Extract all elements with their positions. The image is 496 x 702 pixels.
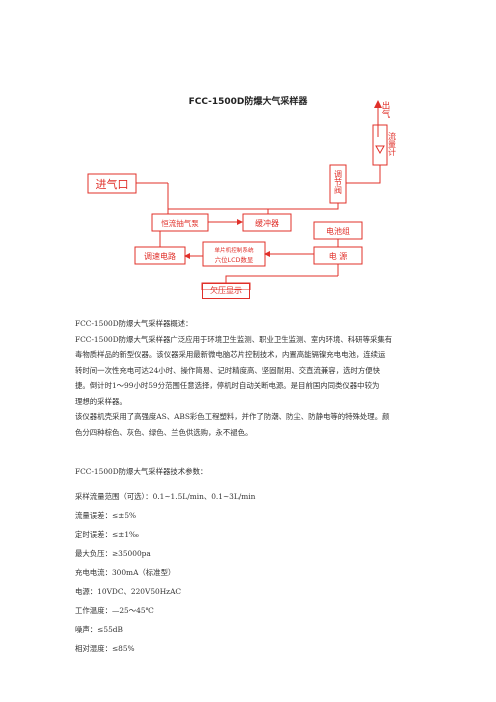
valve-label: 调节阀 [334, 170, 343, 195]
overview-line: 毒物质样品的新型仪器。该仪器采用最新微电脑芯片控制技术，内置高能镉镍充电电池，连… [75, 350, 386, 359]
overview-line: 捷。倒计时1～99小时59分范围任意选择，停机时自动关断电源。是目前国内同类仪器… [75, 381, 380, 390]
power-label: 电 源 [329, 251, 348, 261]
flowmeter-label: 流量计 [388, 131, 397, 157]
undervoltage-line [225, 275, 338, 283]
spec-item: 工作温度：—25～45℃ [75, 606, 154, 615]
buffer-box [242, 213, 292, 232]
spec-item: 定时误差：≤±1‰ [75, 530, 139, 539]
overview-line: 理想的采样器。 [75, 396, 127, 406]
flowmeter-to-valve-line [346, 165, 381, 184]
spec-item: 相对湿度：≤85% [75, 644, 135, 653]
material-line: 色分四种棕色、灰色、绿色、兰色供选购，永不褪色。 [75, 427, 253, 437]
flowmeter-triangle [375, 145, 385, 155]
outlet-arrowhead [374, 100, 382, 108]
overview-section: FCC-1500D防爆大气采样器概述： FCC-1500D防爆大气采样器广泛应用… [75, 316, 425, 440]
undervoltage-box: 欠压显示 [202, 283, 250, 299]
material-line: 该仪器机壳采用了高强度AS、ABS彩色工程塑料，并作了防潮、防尘、防静电等的特殊… [75, 412, 390, 421]
document-title: FCC-1500D防爆大气采样器 [188, 97, 308, 107]
speed-circuit-label: 调速电路 [144, 251, 176, 261]
spec-item: 流量误差：≤±5% [75, 511, 137, 520]
overview-line: 转时间一次性充电可达24小时、操作简易、记时精度高、坚固耐用、交直流兼容，选时方… [75, 365, 381, 375]
outlet-label: 出气 [380, 100, 390, 118]
spec-item: 充电电流：300mA（标准型） [75, 568, 176, 577]
flowmeter-tube [372, 124, 388, 166]
spec-item: 采样流量范围（可选）：0.1~1.5L/min、0.1~3L/min [75, 492, 256, 501]
pump-label: 恒流抽气泵 [161, 218, 199, 228]
sampler-block-diagram: 出气 流量计 调节阀 进气口 恒流抽气泵 缓冲器 电池组 调速电路 单片机控制系… [87, 100, 397, 290]
mcu-label-1: 单片机控制系统 [214, 246, 254, 254]
overview-line: FCC-1500D防爆大气采样器广泛应用于环境卫生监测、职业卫生监测、室内环境、… [75, 334, 393, 344]
valve-loop-line [168, 203, 339, 210]
mcu-label-2: 六位LCD数显 [215, 255, 254, 264]
spec-item: 最大负压：≥35000pa [75, 549, 151, 558]
buffer-label: 缓冲器 [255, 218, 279, 228]
spec-item: 噪声：≤55dB [75, 625, 123, 634]
overview-heading: FCC-1500D防爆大气采样器概述： [75, 319, 193, 328]
spec-item: 电源：10VDC、220V50HzAC [75, 587, 182, 596]
inlet-label: 进气口 [96, 177, 129, 191]
spec-heading: FCC-1500D防爆大气采样器技术参数： [75, 467, 208, 476]
battery-label: 电池组 [326, 226, 350, 236]
undervoltage-label: 欠压显示 [210, 286, 242, 295]
